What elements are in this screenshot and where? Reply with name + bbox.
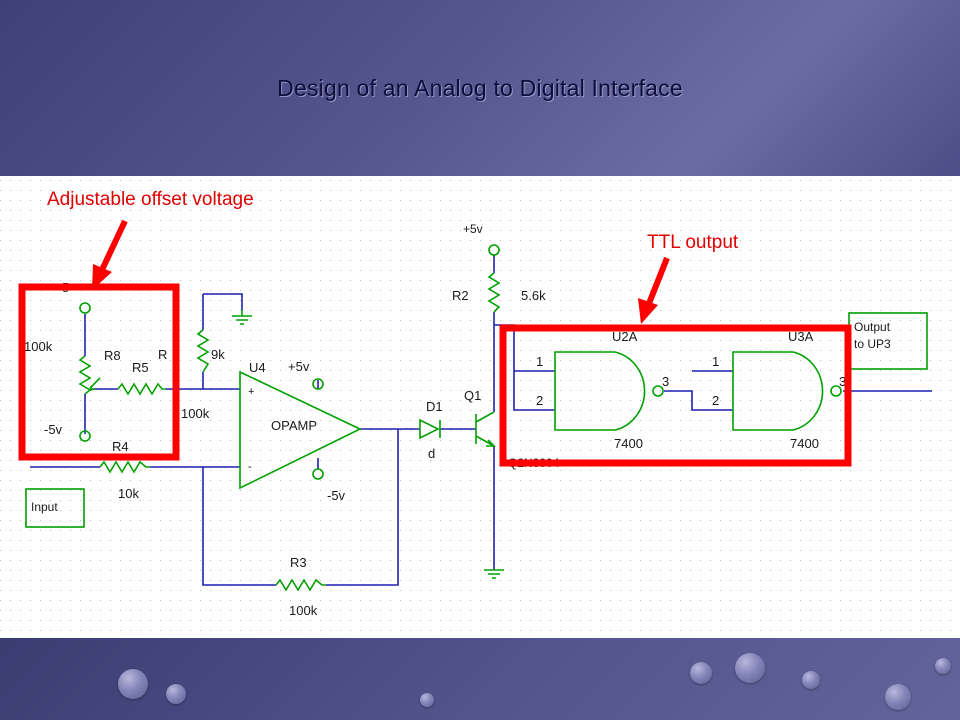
resistor-r5-symbol xyxy=(117,382,166,396)
opamp-plus-pin: + xyxy=(248,386,254,398)
resistor-r4-symbol xyxy=(99,460,150,474)
nand-gate-u3a-symbol xyxy=(732,351,824,431)
r9k-value-label: 9k xyxy=(211,347,225,362)
transistor-q1-symbol xyxy=(475,411,496,447)
schematic-grid xyxy=(0,176,960,638)
pot-ref-label: R8 xyxy=(104,348,121,363)
circuit-parts xyxy=(25,244,928,592)
gate2-pin3: 3 xyxy=(839,374,846,389)
opamp-ref-label: U4 xyxy=(249,360,266,375)
r3-value-label: 100k xyxy=(289,603,318,618)
r2-ref-label: R2 xyxy=(452,288,469,303)
slide-title: Design of an Analog to Digital Interface xyxy=(277,75,683,101)
resistor-9k-symbol xyxy=(196,329,210,373)
output-port-label-line2: to UP3 xyxy=(854,337,891,351)
r4-value-label: 10k xyxy=(118,486,139,501)
decor-bubble xyxy=(690,662,712,684)
r-label: R xyxy=(158,347,167,362)
schematic-canvas: 5 100k R8 -5v R5 R 100k 9k R4 10k Input … xyxy=(0,176,960,638)
r2-supply-label: +5v xyxy=(463,222,483,236)
resistor-r3-symbol xyxy=(275,578,326,592)
gate2-part-label: 7400 xyxy=(790,436,819,451)
pot-wiper-head xyxy=(88,385,96,392)
decor-bubble xyxy=(420,693,434,707)
opamp-name-label: OPAMP xyxy=(271,418,317,433)
r3-ref-label: R3 xyxy=(290,555,307,570)
q1-ref-label: Q1 xyxy=(464,388,481,403)
diode-d1-symbol xyxy=(419,418,441,440)
circuit-wires xyxy=(30,255,932,586)
r5-value-label: 100k xyxy=(181,406,210,421)
nand-gate-u2a-symbol xyxy=(554,351,646,431)
input-port-label: Input xyxy=(31,500,58,514)
resistor-r2-symbol xyxy=(487,272,501,313)
slide-footer-background xyxy=(0,638,960,720)
pot-bottom-terminal xyxy=(79,430,91,442)
nand-gate-u3a-bubble xyxy=(830,385,842,397)
decor-bubble xyxy=(166,684,186,704)
opamp-u4-symbol xyxy=(239,370,362,490)
gate1-ref-label: U2A xyxy=(612,329,638,344)
gate2-pin1: 1 xyxy=(712,354,719,369)
offset-highlight-box xyxy=(18,283,180,461)
gate1-pin3: 3 xyxy=(662,374,669,389)
annotation-arrows xyxy=(92,219,670,324)
offset-annotation-label: Adjustable offset voltage xyxy=(47,189,254,210)
opamp-pos-supply-terminal xyxy=(312,378,324,390)
d1-ref-label: D1 xyxy=(426,399,443,414)
ground-symbol-2 xyxy=(484,569,504,579)
decor-bubble xyxy=(885,684,911,710)
opamp-neg-supply-label: -5v xyxy=(327,488,346,503)
opamp-pos-supply-label: +5v xyxy=(288,359,310,374)
offset-arrow-shaft xyxy=(98,219,128,274)
pot-r8-symbol xyxy=(78,355,92,395)
gate1-pin2: 2 xyxy=(536,393,543,408)
ttl-arrow-shaft xyxy=(645,256,670,308)
offset-arrow-head xyxy=(92,264,112,290)
r2-value-label: 5.6k xyxy=(521,288,546,303)
gate2-pin2: 2 xyxy=(712,393,719,408)
output-port-label-line1: Output xyxy=(854,320,891,334)
gate1-part-label: 7400 xyxy=(614,436,643,451)
r5-ref-label: R5 xyxy=(132,360,149,375)
decor-bubble xyxy=(118,669,148,699)
ground-symbol-1 xyxy=(232,310,252,325)
gate1-pin1: 1 xyxy=(536,354,543,369)
r2-supply-terminal xyxy=(488,244,500,256)
pot-value-label: 100k xyxy=(24,339,53,354)
input-port-box xyxy=(25,488,85,528)
decor-bubble xyxy=(802,671,820,689)
ttl-highlight-box xyxy=(499,324,852,467)
nand-gate-u2a-bubble xyxy=(652,385,664,397)
decor-bubble xyxy=(735,653,765,683)
opamp-minus-pin: - xyxy=(248,461,252,473)
ttl-arrow-head xyxy=(638,298,658,324)
slide-header-background xyxy=(0,0,960,176)
pot-bottom-supply-label: -5v xyxy=(44,422,63,437)
opamp-neg-supply-terminal xyxy=(312,468,324,480)
highlight-boxes xyxy=(18,283,852,467)
ttl-annotation-label: TTL output xyxy=(647,232,739,253)
r4-ref-label: R4 xyxy=(112,439,129,454)
d1-value-label: d xyxy=(428,446,435,461)
gate2-ref-label: U3A xyxy=(788,329,814,344)
pot-top-terminal xyxy=(79,302,91,314)
decor-bubble xyxy=(935,658,951,674)
